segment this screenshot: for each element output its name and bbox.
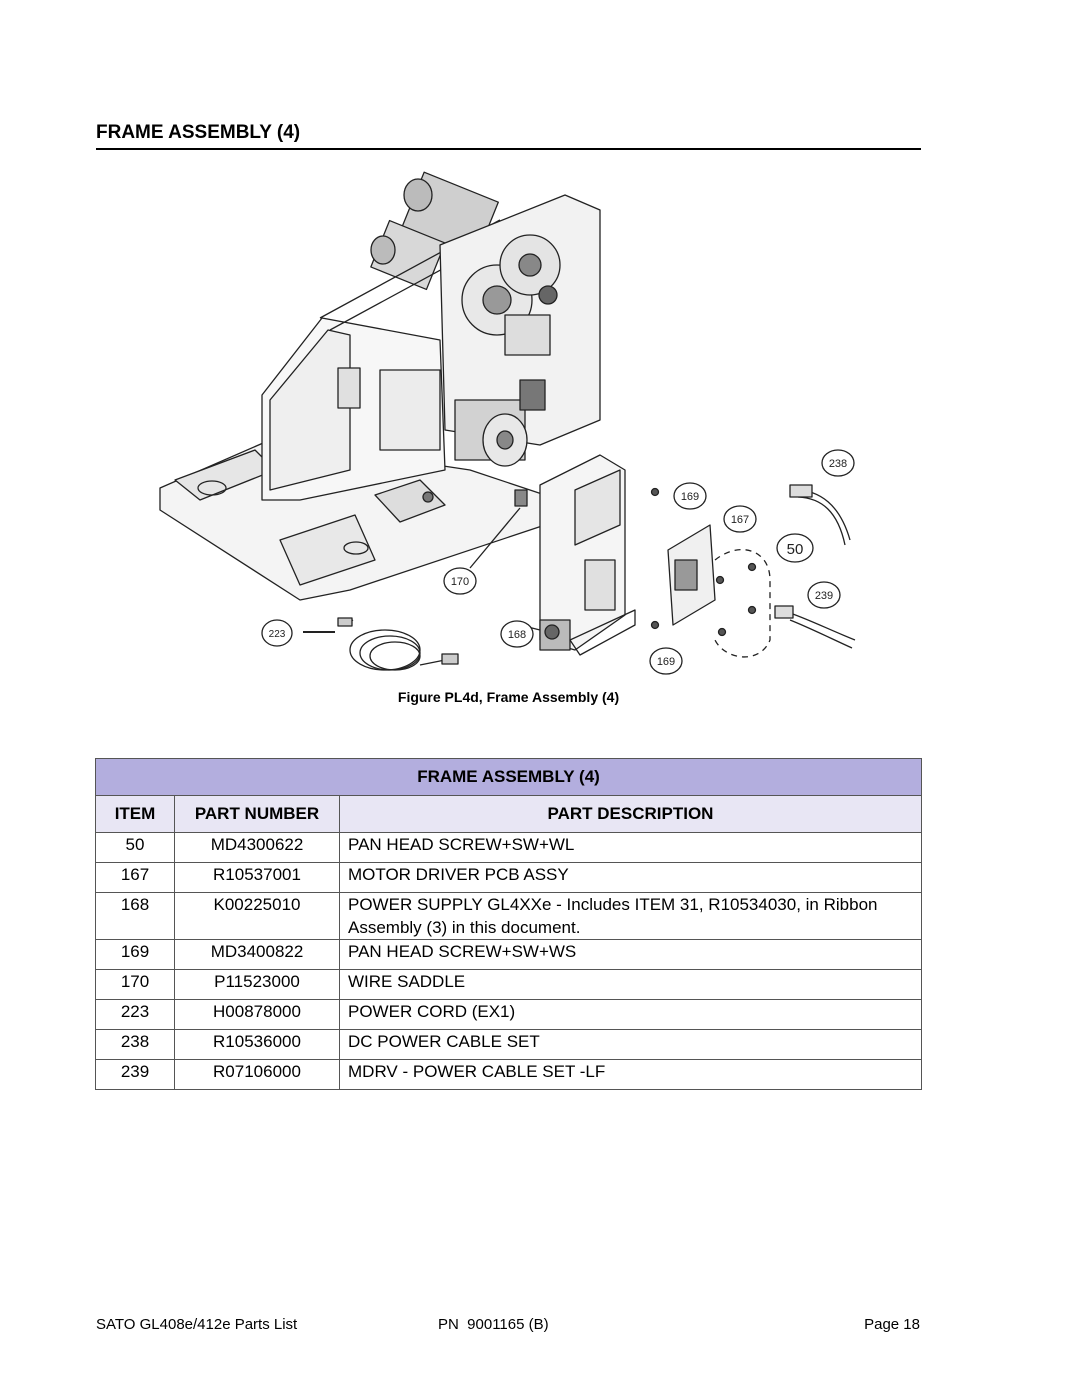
part-number-cell: MD4300622 [174, 832, 340, 863]
table-row: 167 R10537001 MOTOR DRIVER PCB ASSY [95, 862, 922, 893]
page-title: FRAME ASSEMBLY (4) [96, 122, 921, 150]
table-row: 170 P11523000 WIRE SADDLE [95, 969, 922, 1000]
svg-text:238: 238 [829, 458, 847, 470]
frame-assembly-diagram: 238 169 167 50 239 170 [150, 170, 870, 680]
part-number-cell: R10536000 [174, 1029, 340, 1060]
part-number-cell: P11523000 [174, 969, 340, 1000]
description-cell: POWER CORD (EX1) [339, 999, 922, 1030]
table-title: FRAME ASSEMBLY (4) [95, 758, 922, 796]
footer-document-title: SATO GL408e/412e Parts List [96, 1316, 298, 1333]
description-cell: MOTOR DRIVER PCB ASSY [339, 862, 922, 893]
figure-caption: Figure PL4d, Frame Assembly (4) [397, 689, 620, 705]
svg-text:223: 223 [269, 629, 286, 640]
callout-50: 50 [776, 533, 814, 563]
svg-text:50: 50 [787, 541, 804, 558]
parts-table: FRAME ASSEMBLY (4) ITEM PART NUMBER PART… [95, 758, 922, 1090]
part-number-cell: R07106000 [174, 1059, 340, 1090]
part-number-cell: K00225010 [174, 892, 340, 940]
item-cell: 168 [95, 892, 175, 940]
item-cell: 239 [95, 1059, 175, 1090]
table-row: 169 MD3400822 PAN HEAD SCREW+SW+WS [95, 939, 922, 970]
callout-167: 167 [723, 505, 757, 533]
part-number-cell: R10537001 [174, 862, 340, 893]
item-cell: 170 [95, 969, 175, 1000]
callout-170: 170 [443, 567, 477, 595]
svg-text:239: 239 [815, 590, 833, 602]
table-row: 238 R10536000 DC POWER CABLE SET [95, 1029, 922, 1060]
part-number-cell: MD3400822 [174, 939, 340, 970]
item-cell: 169 [95, 939, 175, 970]
svg-text:169: 169 [681, 491, 699, 503]
item-cell: 238 [95, 1029, 175, 1060]
callout-223: 223 [261, 619, 293, 647]
callout-169-upper: 169 [673, 482, 707, 510]
table-row: 223 H00878000 POWER CORD (EX1) [95, 999, 922, 1030]
description-cell: PAN HEAD SCREW+SW+WL [339, 832, 922, 863]
description-cell: DC POWER CABLE SET [339, 1029, 922, 1060]
col-header-item: ITEM [95, 795, 175, 833]
table-row: 239 R07106000 MDRV - POWER CABLE SET -LF [95, 1059, 922, 1090]
svg-text:170: 170 [451, 576, 469, 588]
col-header-part-number: PART NUMBER [174, 795, 340, 833]
callout-169-lower: 169 [649, 647, 683, 675]
description-cell: WIRE SADDLE [339, 969, 922, 1000]
item-cell: 167 [95, 862, 175, 893]
footer-page-number: Page 18 [864, 1316, 920, 1333]
svg-text:167: 167 [731, 514, 749, 526]
part-number-cell: H00878000 [174, 999, 340, 1030]
description-cell: PAN HEAD SCREW+SW+WS [339, 939, 922, 970]
description-cell: POWER SUPPLY GL4XXe - Includes ITEM 31, … [339, 892, 922, 940]
callout-239: 239 [807, 581, 841, 609]
table-row: 168 K00225010 POWER SUPPLY GL4XXe - Incl… [95, 892, 922, 940]
item-cell: 50 [95, 832, 175, 863]
table-row: 50 MD4300622 PAN HEAD SCREW+SW+WL [95, 832, 922, 863]
item-cell: 223 [95, 999, 175, 1030]
svg-text:168: 168 [508, 629, 526, 641]
callout-238: 238 [821, 449, 855, 477]
svg-text:169: 169 [657, 656, 675, 668]
footer-part-number: PN 9001165 (B) [438, 1316, 549, 1333]
col-header-description: PART DESCRIPTION [339, 795, 922, 833]
description-cell: MDRV - POWER CABLE SET -LF [339, 1059, 922, 1090]
callout-168: 168 [500, 620, 534, 648]
